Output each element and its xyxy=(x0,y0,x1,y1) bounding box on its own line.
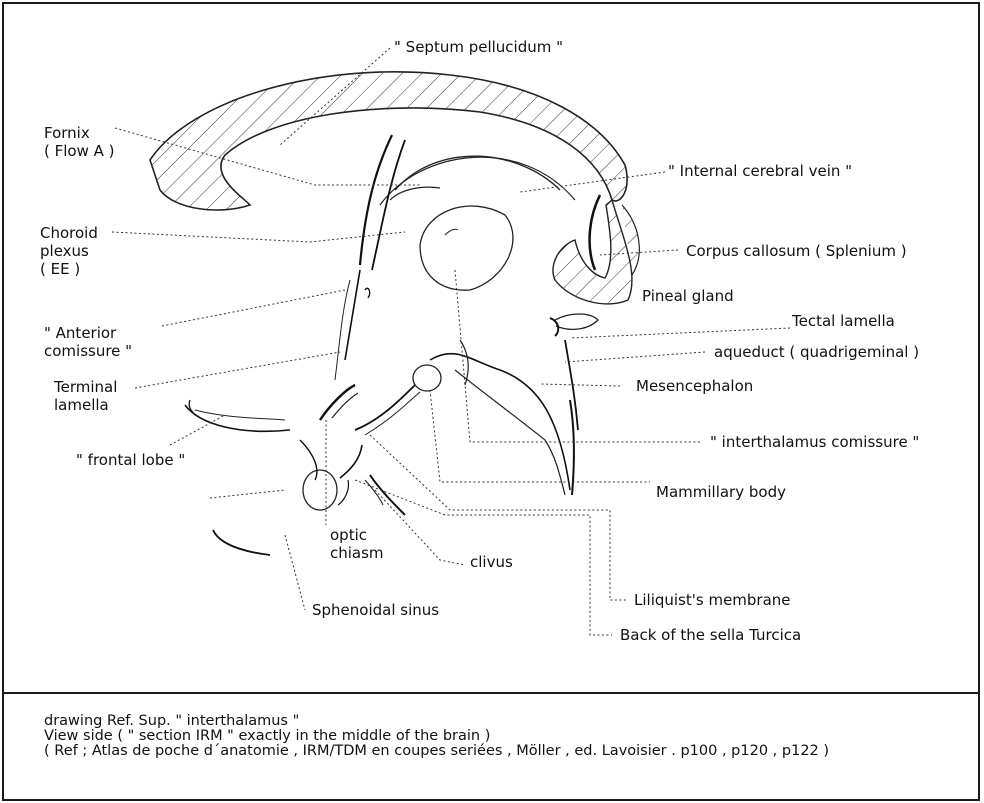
thalamus-shape xyxy=(420,206,513,290)
fornix-shape xyxy=(395,156,560,190)
label-fornix-line2: ( Flow A ) xyxy=(44,142,115,160)
label-internal-cerebral-vein: " Internal cerebral vein " xyxy=(668,162,852,180)
label-anterior-comissure: " Anterior comissure " xyxy=(44,324,132,360)
label-pineal-gland: Pineal gland xyxy=(642,287,734,305)
label-optic-chiasm: optic chiasm xyxy=(330,526,384,562)
label-corpus-callosum: Corpus callosum ( Splenium ) xyxy=(686,242,907,260)
label-terminal-line2: lamella xyxy=(54,396,117,414)
caption-line-2: View side ( " section IRM " exactly in t… xyxy=(44,729,829,744)
label-mammillary-body: Mammillary body xyxy=(656,483,786,501)
label-septum-pellucidum: " Septum pellucidum " xyxy=(394,38,563,56)
label-anterior-line2: comissure " xyxy=(44,342,132,360)
label-optic-line1: optic xyxy=(330,526,384,544)
label-aqueduct: aqueduct ( quadrigeminal ) xyxy=(714,343,919,361)
label-anterior-line1: " Anterior xyxy=(44,324,132,342)
sphenoid-outline xyxy=(213,530,270,555)
optic-chiasm-shape xyxy=(303,470,337,510)
label-tectal-lamella: Tectal lamella xyxy=(792,312,895,330)
label-choroid-line2: plexus xyxy=(40,242,98,260)
clivus-shape xyxy=(370,475,405,515)
frontal-lobe-shape xyxy=(185,405,290,431)
label-choroid-line3: ( EE ) xyxy=(40,260,98,278)
label-frontal-lobe: " frontal lobe " xyxy=(76,451,185,469)
pineal-gland-shape xyxy=(555,314,598,329)
mammillary-body-shape xyxy=(413,365,441,391)
caption-block: drawing Ref. Sup. " interthalamus " View… xyxy=(44,714,829,759)
label-sella-turcica: Back of the sella Turcica xyxy=(620,626,801,644)
label-terminal-lamella: Terminal lamella xyxy=(54,378,117,414)
label-optic-line2: chiasm xyxy=(330,544,384,562)
label-sphenoidal-sinus: Sphenoidal sinus xyxy=(312,601,439,619)
label-choroid-plexus: Choroid plexus ( EE ) xyxy=(40,224,98,278)
label-fornix: Fornix ( Flow A ) xyxy=(44,124,115,160)
label-fornix-line1: Fornix xyxy=(44,124,115,142)
caption-line-3: ( Ref ; Atlas de poche d´anatomie , IRM/… xyxy=(44,744,829,759)
label-terminal-line1: Terminal xyxy=(54,378,117,396)
mesencephalon-shape xyxy=(430,354,570,490)
label-mesencephalon: Mesencephalon xyxy=(636,377,753,395)
label-clivus: clivus xyxy=(470,553,513,571)
label-liliquist-membrane: Liliquist's membrane xyxy=(634,591,791,609)
caption-line-1: drawing Ref. Sup. " interthalamus " xyxy=(44,714,829,729)
label-choroid-line1: Choroid xyxy=(40,224,98,242)
label-interthalamus-comissure: " interthalamus comissure " xyxy=(710,433,919,451)
